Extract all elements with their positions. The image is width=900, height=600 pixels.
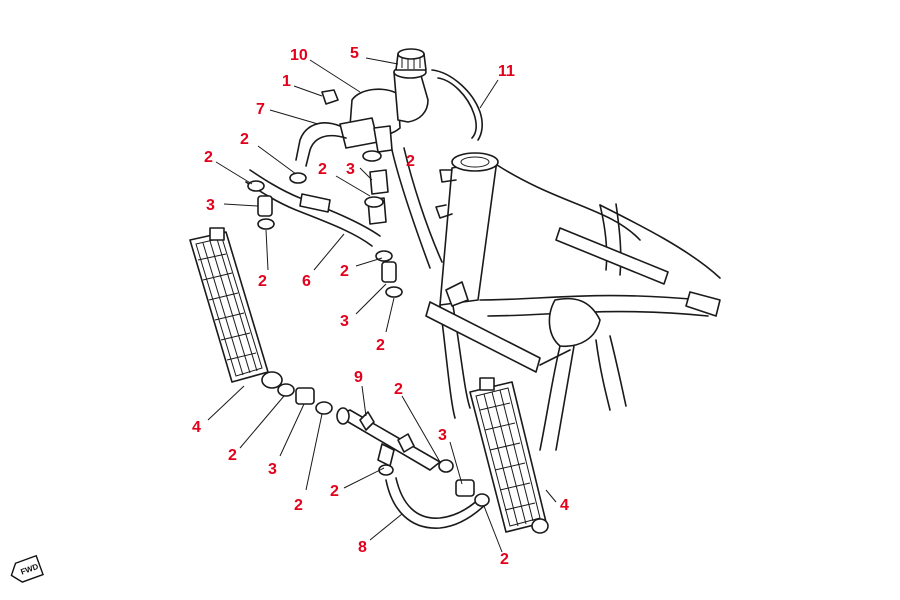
callout-label: 2 (376, 337, 385, 354)
callout-label: 1 (282, 73, 291, 90)
t-pipe (336, 407, 441, 471)
callout-label: 4 (192, 419, 201, 436)
right-radiator (469, 377, 549, 534)
callout-label: 3 (206, 197, 215, 214)
callout-label: 6 (302, 273, 311, 290)
callout-label: 3 (268, 461, 277, 478)
callout-label: 2 (330, 483, 339, 500)
callouts: 10 5 11 1 7 2 2 2 3 2 3 2 6 2 3 2 9 2 4 … (192, 45, 569, 568)
callout-label: 2 (340, 263, 349, 280)
callout-label: 9 (354, 369, 363, 386)
hose-clip (321, 89, 339, 105)
callout-label: 3 (438, 427, 447, 444)
callout-label: 3 (340, 313, 349, 330)
callout-label: 2 (204, 149, 213, 166)
callout-label: 8 (358, 539, 367, 556)
expansion-tank-assembly (339, 48, 429, 153)
callout-label: 2 (228, 447, 237, 464)
callout-label: 4 (560, 497, 569, 514)
callout-label: 3 (346, 161, 355, 178)
forward-arrow-icon: FWD (10, 554, 44, 583)
callout-label: 2 (394, 381, 403, 398)
left-radiator (189, 227, 283, 389)
callout-label: 2 (258, 273, 267, 290)
overflow-hose (431, 69, 483, 141)
callout-label: 5 (350, 45, 359, 62)
callout-label: 2 (294, 497, 303, 514)
callout-label: 2 (406, 153, 415, 170)
bypass-hose (249, 169, 381, 237)
callout-label: 2 (240, 131, 249, 148)
upper-hose (295, 122, 341, 161)
callout-label: 10 (290, 47, 308, 64)
callout-label: 7 (256, 101, 265, 118)
callout-label: 2 (318, 161, 327, 178)
callout-label: 11 (498, 63, 515, 80)
leader-lines (207, 57, 557, 553)
callout-label: 2 (500, 551, 509, 568)
frame (425, 152, 721, 451)
lower-hose (385, 479, 489, 529)
